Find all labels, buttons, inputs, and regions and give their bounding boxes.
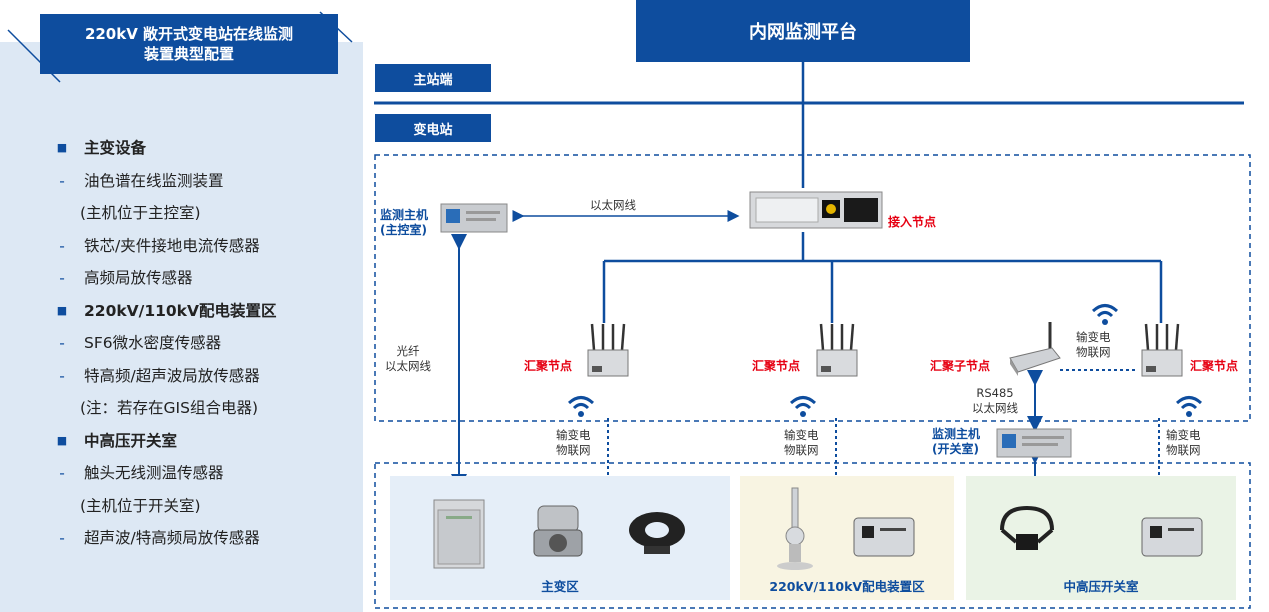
wifi-icon xyxy=(1175,396,1203,417)
monitor-host-switch: 监测主机 (开关室) xyxy=(932,427,980,457)
list-heading: ■ 220kV/110kV配电装置区 xyxy=(54,295,354,328)
router-antenna-icon xyxy=(587,323,629,377)
list-heading: ■ 中高压开关室 xyxy=(54,425,354,458)
list-item: -铁芯/夹件接地电流传感器 xyxy=(54,230,354,263)
zone-distribution-label: 220kV/110kV配电装置区 xyxy=(769,579,925,594)
sensor-box-icon xyxy=(1141,517,1203,557)
master-station-band: 主站端 xyxy=(375,64,491,92)
iot-label-3: 输变电 物联网 xyxy=(1166,428,1201,458)
monitor-cabinet-icon xyxy=(996,428,1072,458)
dash-marker: - xyxy=(59,529,65,547)
list-heading: ■ 主变设备 xyxy=(54,132,354,165)
zone-distribution xyxy=(740,476,954,600)
list-text: 主变设备 xyxy=(84,139,147,157)
iot-2-line2: 物联网 xyxy=(784,443,819,457)
left-panel xyxy=(0,42,363,612)
monitor-host-main-line2: (主控室) xyxy=(380,223,427,237)
wifi-icon xyxy=(1091,304,1119,325)
ct-sensor-icon xyxy=(533,505,583,557)
agg-node-1-label: 汇聚节点 xyxy=(524,359,573,373)
list-text: 中高压开关室 xyxy=(84,431,178,450)
panel-title-line1: 220kV 敞开式变电站在线监测 xyxy=(84,25,294,43)
server-rack-icon xyxy=(749,191,883,229)
wifi-icon xyxy=(567,396,595,417)
monitor-host-switch-line2: (开关室) xyxy=(932,442,979,456)
dash-marker: - xyxy=(59,269,65,287)
list-text: 超声波/特高频局放传感器 xyxy=(84,529,260,547)
list-item: - 超声波/特高频局放传感器 xyxy=(54,522,354,555)
sensor-box-icon xyxy=(853,517,915,557)
monitor-host-switch-line1: 监测主机 xyxy=(932,427,981,441)
temp-collar-icon xyxy=(1000,505,1054,550)
sf6-sensor-icon xyxy=(777,487,813,570)
list-item: -特高频/超声波局放传感器 xyxy=(54,360,354,393)
router-antenna-icon xyxy=(816,323,858,377)
dash-marker: - xyxy=(59,366,65,385)
rs485-label: RS485 以太网线 xyxy=(972,386,1018,416)
square-bullet-icon: ■ xyxy=(56,303,68,317)
square-bullet-icon: ■ xyxy=(56,433,68,447)
list-item: (主机位于主控室) xyxy=(54,197,354,230)
ring-sensor-icon xyxy=(629,512,685,554)
list-text: 铁芯/夹件接地电流传感器 xyxy=(84,236,260,255)
iot-2-line1: 输变电 xyxy=(784,428,819,442)
wifi-icon xyxy=(789,396,817,417)
dash-marker: - xyxy=(59,236,65,255)
iot-label-1: 输变电 物联网 xyxy=(556,428,591,458)
rs485-line2: 以太网线 xyxy=(972,401,1018,415)
list-text: 特高频/超声波局放传感器 xyxy=(84,366,260,385)
agg-node-2-label: 汇聚节点 xyxy=(752,359,801,373)
fiber-line1: 光纤 xyxy=(396,344,420,358)
rs485-line1: RS485 xyxy=(976,386,1014,400)
list-text: (主机位于开关室) xyxy=(80,496,201,515)
monitor-host-main: 监测主机 (主控室) xyxy=(380,208,428,238)
iot-4-line1: 输变电 xyxy=(1076,330,1111,344)
access-node-label: 接入节点 xyxy=(888,215,937,229)
dash-marker: - xyxy=(59,171,65,190)
iot-1-line2: 物联网 xyxy=(556,443,591,457)
list-text: 高频局放传感器 xyxy=(84,269,193,287)
agg-subnode-label: 汇聚子节点 xyxy=(930,359,991,373)
zone-switch-room-label: 中高压开关室 xyxy=(1063,579,1139,594)
dash-marker: - xyxy=(59,464,65,482)
list-text: (注：若存在GIS组合电器) xyxy=(80,399,259,417)
list-item: -油色谱在线监测装置 xyxy=(54,165,354,198)
iot-3-line2: 物联网 xyxy=(1166,443,1201,457)
monitor-cabinet-icon xyxy=(433,499,485,569)
gateway-icon xyxy=(1009,322,1061,376)
list-item: (注：若存在GIS组合电器) xyxy=(54,392,354,425)
list-item: - 触头无线测温传感器 xyxy=(54,457,354,490)
square-bullet-icon: ■ xyxy=(56,141,68,154)
monitoring-platform: 内网监测平台 xyxy=(636,0,970,62)
list-text: 油色谱在线监测装置 xyxy=(84,171,224,190)
fiber-label: 光纤 以太网线 xyxy=(385,344,431,374)
list-item: (主机位于开关室) xyxy=(54,490,354,523)
iot-3-line1: 输变电 xyxy=(1166,428,1201,442)
ethernet-label: 以太网线 xyxy=(590,198,636,212)
list-item: - SF6微水密度传感器 xyxy=(54,327,354,360)
monitor-cabinet-icon xyxy=(440,203,508,233)
list-text: 触头无线测温传感器 xyxy=(84,464,224,482)
list-text: SF6微水密度传感器 xyxy=(84,334,222,352)
router-antenna-icon xyxy=(1141,323,1183,377)
dash-marker: - xyxy=(59,334,65,352)
config-list: ■主变设备-油色谱在线监测装置(主机位于主控室)-铁芯/夹件接地电流传感器-高频… xyxy=(54,132,354,555)
fiber-line2: 以太网线 xyxy=(385,359,431,373)
iot-4-line2: 物联网 xyxy=(1076,345,1111,359)
list-item: - 高频局放传感器 xyxy=(54,262,354,295)
panel-title-line2: 装置典型配置 xyxy=(143,45,234,63)
substation-band: 变电站 xyxy=(375,114,491,142)
panel-title: 220kV 敞开式变电站在线监测 装置典型配置 xyxy=(40,14,338,74)
iot-label-4: 输变电 物联网 xyxy=(1076,330,1111,360)
zone-main-transformer-label: 主变区 xyxy=(541,579,579,594)
monitor-host-main-line1: 监测主机 xyxy=(380,208,429,222)
iot-1-line1: 输变电 xyxy=(556,428,591,442)
agg-node-3-label: 汇聚节点 xyxy=(1190,359,1239,373)
list-text: 220kV/110kV配电装置区 xyxy=(84,301,277,320)
list-text: (主机位于主控室) xyxy=(80,204,201,222)
iot-label-2: 输变电 物联网 xyxy=(784,428,819,458)
